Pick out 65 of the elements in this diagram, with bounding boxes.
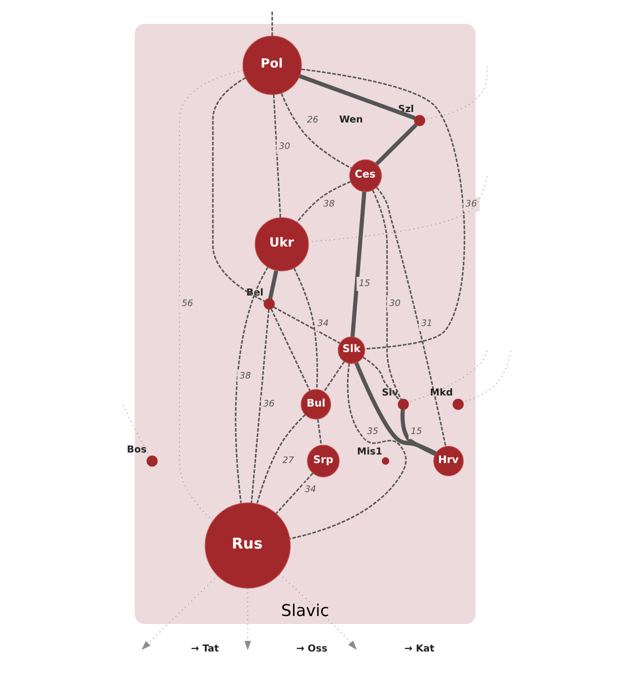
- connector: [375, 123, 418, 166]
- node-circle: Slk: [338, 336, 366, 364]
- edge-label: 36: [466, 200, 477, 210]
- connector: [372, 190, 402, 400]
- connector: [273, 306, 340, 344]
- edge-label: 36: [263, 399, 275, 410]
- edge-label: 15: [358, 278, 370, 289]
- node-circle: [382, 457, 390, 465]
- connector: [212, 77, 265, 302]
- arrow: [279, 574, 357, 650]
- edge-label: 34: [304, 484, 316, 495]
- node-circle: Pol: [242, 36, 302, 95]
- node-circle: [398, 398, 409, 410]
- node-circle: [452, 398, 464, 410]
- connector: [234, 266, 268, 504]
- connector: [317, 419, 322, 446]
- connector: [280, 93, 352, 169]
- edge-label: 38: [323, 200, 335, 210]
- connector: [350, 192, 366, 337]
- node-circle: [264, 298, 275, 310]
- connector: [250, 309, 270, 504]
- edge-label: 38: [240, 371, 251, 382]
- node-circle: Hrv: [433, 446, 464, 476]
- node-circle: [414, 114, 426, 126]
- node-circle: [146, 455, 158, 467]
- label: → Oss: [296, 643, 328, 654]
- edge-label: 56: [182, 298, 194, 309]
- node-circle: Srp: [307, 444, 340, 478]
- edge-label: 31: [421, 318, 432, 329]
- node-circle: Rus: [204, 502, 291, 588]
- node-label: Mis1: [357, 446, 382, 458]
- connector: [296, 181, 351, 223]
- edge-label: 27: [282, 456, 294, 466]
- connector: [256, 414, 306, 504]
- connector: [276, 472, 314, 514]
- connector: [293, 268, 318, 390]
- connector: [362, 356, 400, 401]
- label: → Kat: [404, 643, 434, 654]
- connector: [462, 350, 512, 403]
- connector: [271, 12, 273, 36]
- connector: [354, 362, 437, 456]
- connector: [301, 68, 466, 350]
- connector: [268, 270, 278, 300]
- connector: [376, 186, 446, 446]
- edge-label: 26: [306, 115, 318, 126]
- edge-label: 34: [317, 318, 329, 329]
- connector: [270, 308, 310, 392]
- node-circle: Bul: [300, 389, 332, 420]
- connector: [323, 361, 345, 392]
- connector: [424, 66, 488, 120]
- connector: [298, 74, 416, 120]
- label: Wen: [339, 114, 363, 126]
- arrow: [244, 588, 251, 650]
- edge-label: 35: [367, 427, 378, 438]
- connector: [400, 409, 436, 456]
- label: → Tat: [191, 643, 219, 654]
- arrow: [141, 575, 218, 650]
- connector: [272, 94, 282, 218]
- edge-label: 30: [278, 142, 290, 152]
- edge-label: 15: [410, 427, 422, 438]
- edge-label: 30: [389, 298, 401, 309]
- node-circle: Ukr: [254, 217, 309, 272]
- node-label: Mkd: [430, 388, 453, 399]
- connector: [290, 363, 407, 540]
- node-circle: Ces: [349, 159, 382, 192]
